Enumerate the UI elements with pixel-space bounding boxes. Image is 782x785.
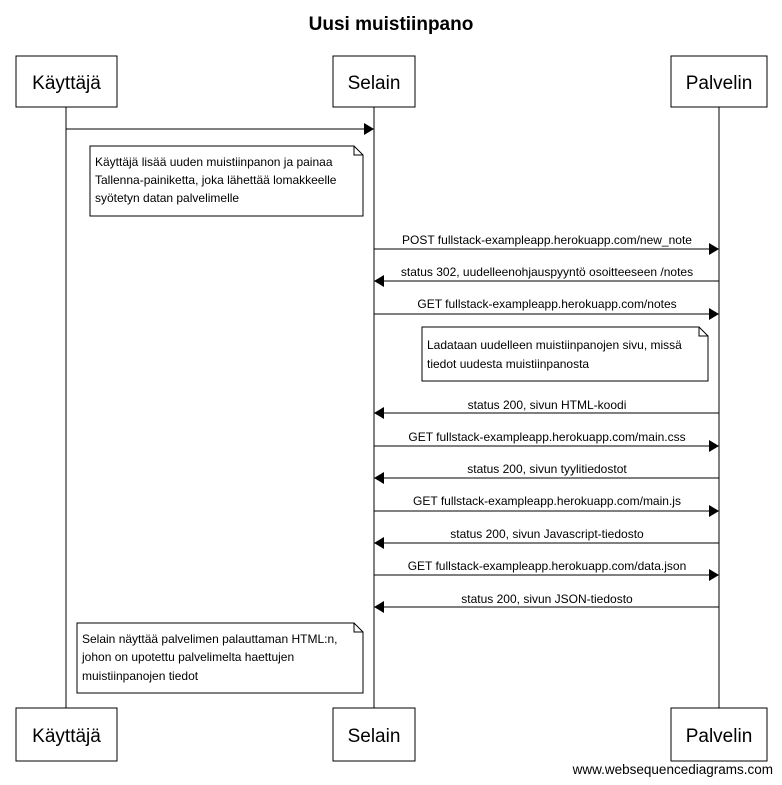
message-label: status 200, sivun HTML-koodi xyxy=(468,398,627,412)
participant-label: Palvelin xyxy=(686,726,753,747)
note-3: Selain näyttää palvelimen palauttaman HT… xyxy=(76,622,364,694)
note-line: Käyttäjä lisää uuden muistiinpanon ja pa… xyxy=(95,155,333,169)
message-5: status 200, sivun HTML-koodi xyxy=(374,398,719,419)
message-label: status 200, sivun Javascript-tiedosto xyxy=(450,527,644,541)
message-6: GET fullstack-exampleapp.herokuapp.com/m… xyxy=(374,430,719,452)
participant-kayttaja-bottom: Käyttäjä xyxy=(15,707,118,762)
note-line: muistiinpanojen tiedot xyxy=(82,669,199,683)
note-line: johon on upotettu palvelimelta haettujen xyxy=(81,650,294,664)
participant-palvelin-bottom: Palvelin xyxy=(670,707,768,762)
message-label: status 200, sivun tyylitiedostot xyxy=(467,462,627,476)
participant-kayttaja-top: Käyttäjä xyxy=(15,55,118,108)
footer-credit: www.websequencediagrams.com xyxy=(572,762,773,777)
message-label: status 302, uudelleenohjauspyyntö osoitt… xyxy=(401,265,693,279)
message-label: GET fullstack-exampleapp.herokuapp.com/n… xyxy=(417,297,676,311)
participant-label: Selain xyxy=(348,726,401,747)
participant-label: Käyttäjä xyxy=(32,73,101,94)
message-label: GET fullstack-exampleapp.herokuapp.com/d… xyxy=(408,559,687,573)
message-3: status 302, uudelleenohjauspyyntö osoitt… xyxy=(374,265,719,287)
diagram-title: Uusi muistiinpano xyxy=(309,14,474,35)
participant-label: Käyttäjä xyxy=(32,726,101,747)
message-9: status 200, sivun Javascript-tiedosto xyxy=(374,527,719,549)
message-4: GET fullstack-exampleapp.herokuapp.com/n… xyxy=(374,297,719,320)
note-1: Käyttäjä lisää uuden muistiinpanon ja pa… xyxy=(89,145,364,217)
note-line: syötetyn datan palvelimelle xyxy=(95,191,239,205)
message-11: status 200, sivun JSON-tiedosto xyxy=(374,592,719,613)
participant-selain-bottom: Selain xyxy=(332,707,416,762)
note-2: Ladataan uudelleen muistiinpanojen sivu,… xyxy=(421,326,709,382)
message-10: GET fullstack-exampleapp.herokuapp.com/d… xyxy=(374,559,719,581)
note-line: Selain näyttää palvelimen palauttaman HT… xyxy=(82,632,337,646)
message-7: status 200, sivun tyylitiedostot xyxy=(374,462,719,484)
participant-label: Palvelin xyxy=(686,73,753,94)
message-label: POST fullstack-exampleapp.herokuapp.com/… xyxy=(402,233,692,247)
note-line: Ladataan uudelleen muistiinpanojen sivu,… xyxy=(427,338,682,352)
message-label: GET fullstack-exampleapp.herokuapp.com/m… xyxy=(413,494,681,508)
participant-palvelin-top: Palvelin xyxy=(670,55,768,108)
note-line: tiedot uudesta muistiinpanosta xyxy=(427,357,589,371)
note-line: Tallenna-painiketta, joka lähettää lomak… xyxy=(95,173,337,187)
message-label: status 200, sivun JSON-tiedosto xyxy=(461,592,633,606)
participant-selain-top: Selain xyxy=(332,55,416,108)
participant-label: Selain xyxy=(348,73,401,94)
message-label: GET fullstack-exampleapp.herokuapp.com/m… xyxy=(408,430,685,444)
message-2: POST fullstack-exampleapp.herokuapp.com/… xyxy=(374,233,719,255)
message-8: GET fullstack-exampleapp.herokuapp.com/m… xyxy=(374,494,719,517)
